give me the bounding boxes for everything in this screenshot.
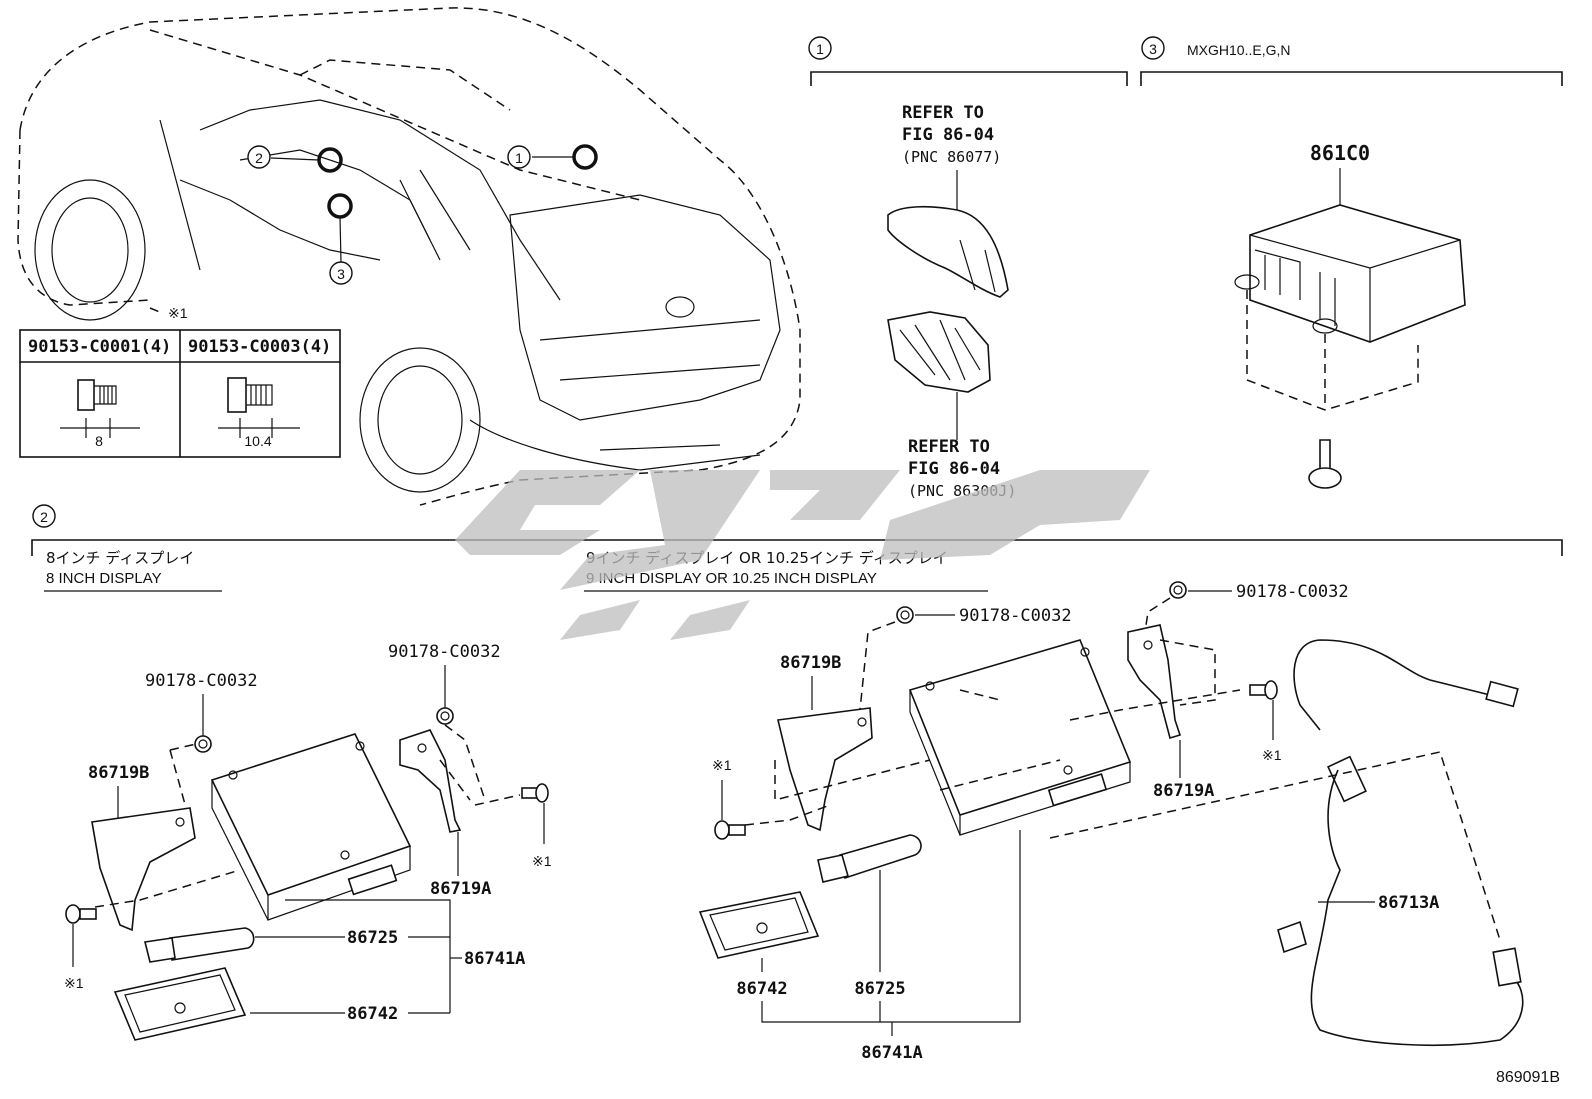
display9-bracket-b-label: 86719B <box>780 653 841 673</box>
display8-nut-right: 90178-C0032 <box>388 642 501 662</box>
section2-callout: 2 <box>40 509 48 525</box>
watermark-logo <box>455 470 1150 640</box>
display8-bracket-a-label: 86719A <box>430 879 491 899</box>
vehicle-illustration: 1 2 3 ※1 <box>17 7 801 506</box>
display9-cover-label: 86742 <box>736 979 787 999</box>
display8-cylinder-label: 86725 <box>347 928 398 948</box>
display8-nut-left: 90178-C0032 <box>145 671 258 691</box>
display9-note-left: ※1 <box>712 757 732 773</box>
figure-id: 869091B <box>1496 1069 1560 1086</box>
display9-cable-label: 86713A <box>1378 893 1439 913</box>
antenna-ref2-line2: FIG 86-04 <box>908 459 1000 479</box>
display8-bracket-b-label: 86719B <box>88 763 149 783</box>
display8-note-left: ※1 <box>64 975 84 991</box>
section1-callout: 1 <box>816 41 824 57</box>
display9-title-en: 9 INCH DISPLAY OR 10.25 INCH DISPLAY <box>586 570 877 587</box>
bolt-table: 90153-C0001(4) 90153-C0003(4) 8 10.4 <box>19 329 341 458</box>
display-8inch-group: 8インチ ディスプレイ 8 INCH DISPLAY 90178-C0032 9… <box>44 549 552 1041</box>
vehicle-callout-1: 1 <box>515 150 523 166</box>
vehicle-note-mark: ※1 <box>168 305 188 321</box>
display9-note-right: ※1 <box>1262 747 1282 763</box>
antenna-ref1-line2: FIG 86-04 <box>902 125 994 145</box>
display9-assy-label: 86741A <box>861 1043 922 1063</box>
section-3-module: 3 MXGH10..E,G,N 861C0 <box>1140 36 1563 489</box>
display8-note-right: ※1 <box>532 853 552 869</box>
bolt2-part-number: 90153-C0003(4) <box>188 337 331 357</box>
bolt1-dimension: 8 <box>95 433 103 449</box>
section3-variant: MXGH10..E,G,N <box>1187 42 1290 58</box>
display8-cover-label: 86742 <box>347 1004 398 1024</box>
antenna-ref2-line1: REFER TO <box>908 437 990 457</box>
display8-assy-label: 86741A <box>464 949 525 969</box>
bolt2-drawing: 10.4 <box>218 377 300 449</box>
bolt1-part-number: 90153-C0001(4) <box>28 337 171 357</box>
section-2-displays: 2 <box>31 504 1563 556</box>
section-1-antenna: 1 REFER TO FIG 86-04 (PNC 86077) REFER T… <box>808 36 1128 500</box>
vehicle-callout-3: 3 <box>337 266 345 282</box>
display9-nut-right: 90178-C0032 <box>1236 582 1349 602</box>
antenna-ref1-line1: REFER TO <box>902 103 984 123</box>
bolt1-drawing: 8 <box>60 379 140 449</box>
display-9inch-group: 9インチ ディスプレイ OR 10.25インチ ディスプレイ 9 INCH DI… <box>584 549 1524 1063</box>
display9-nut-center: 90178-C0032 <box>959 606 1072 626</box>
display9-bracket-a-label: 86719A <box>1153 781 1214 801</box>
vehicle-callout-2: 2 <box>255 150 263 166</box>
display8-title-en: 8 INCH DISPLAY <box>46 570 162 587</box>
section3-callout: 3 <box>1149 41 1157 57</box>
module-part-number: 861C0 <box>1310 141 1370 165</box>
display8-title-jp: 8インチ ディスプレイ <box>46 549 194 567</box>
antenna-ref1-line3: (PNC 86077) <box>902 148 1001 166</box>
bolt2-dimension: 10.4 <box>244 433 271 449</box>
display9-cylinder-label: 86725 <box>854 979 905 999</box>
